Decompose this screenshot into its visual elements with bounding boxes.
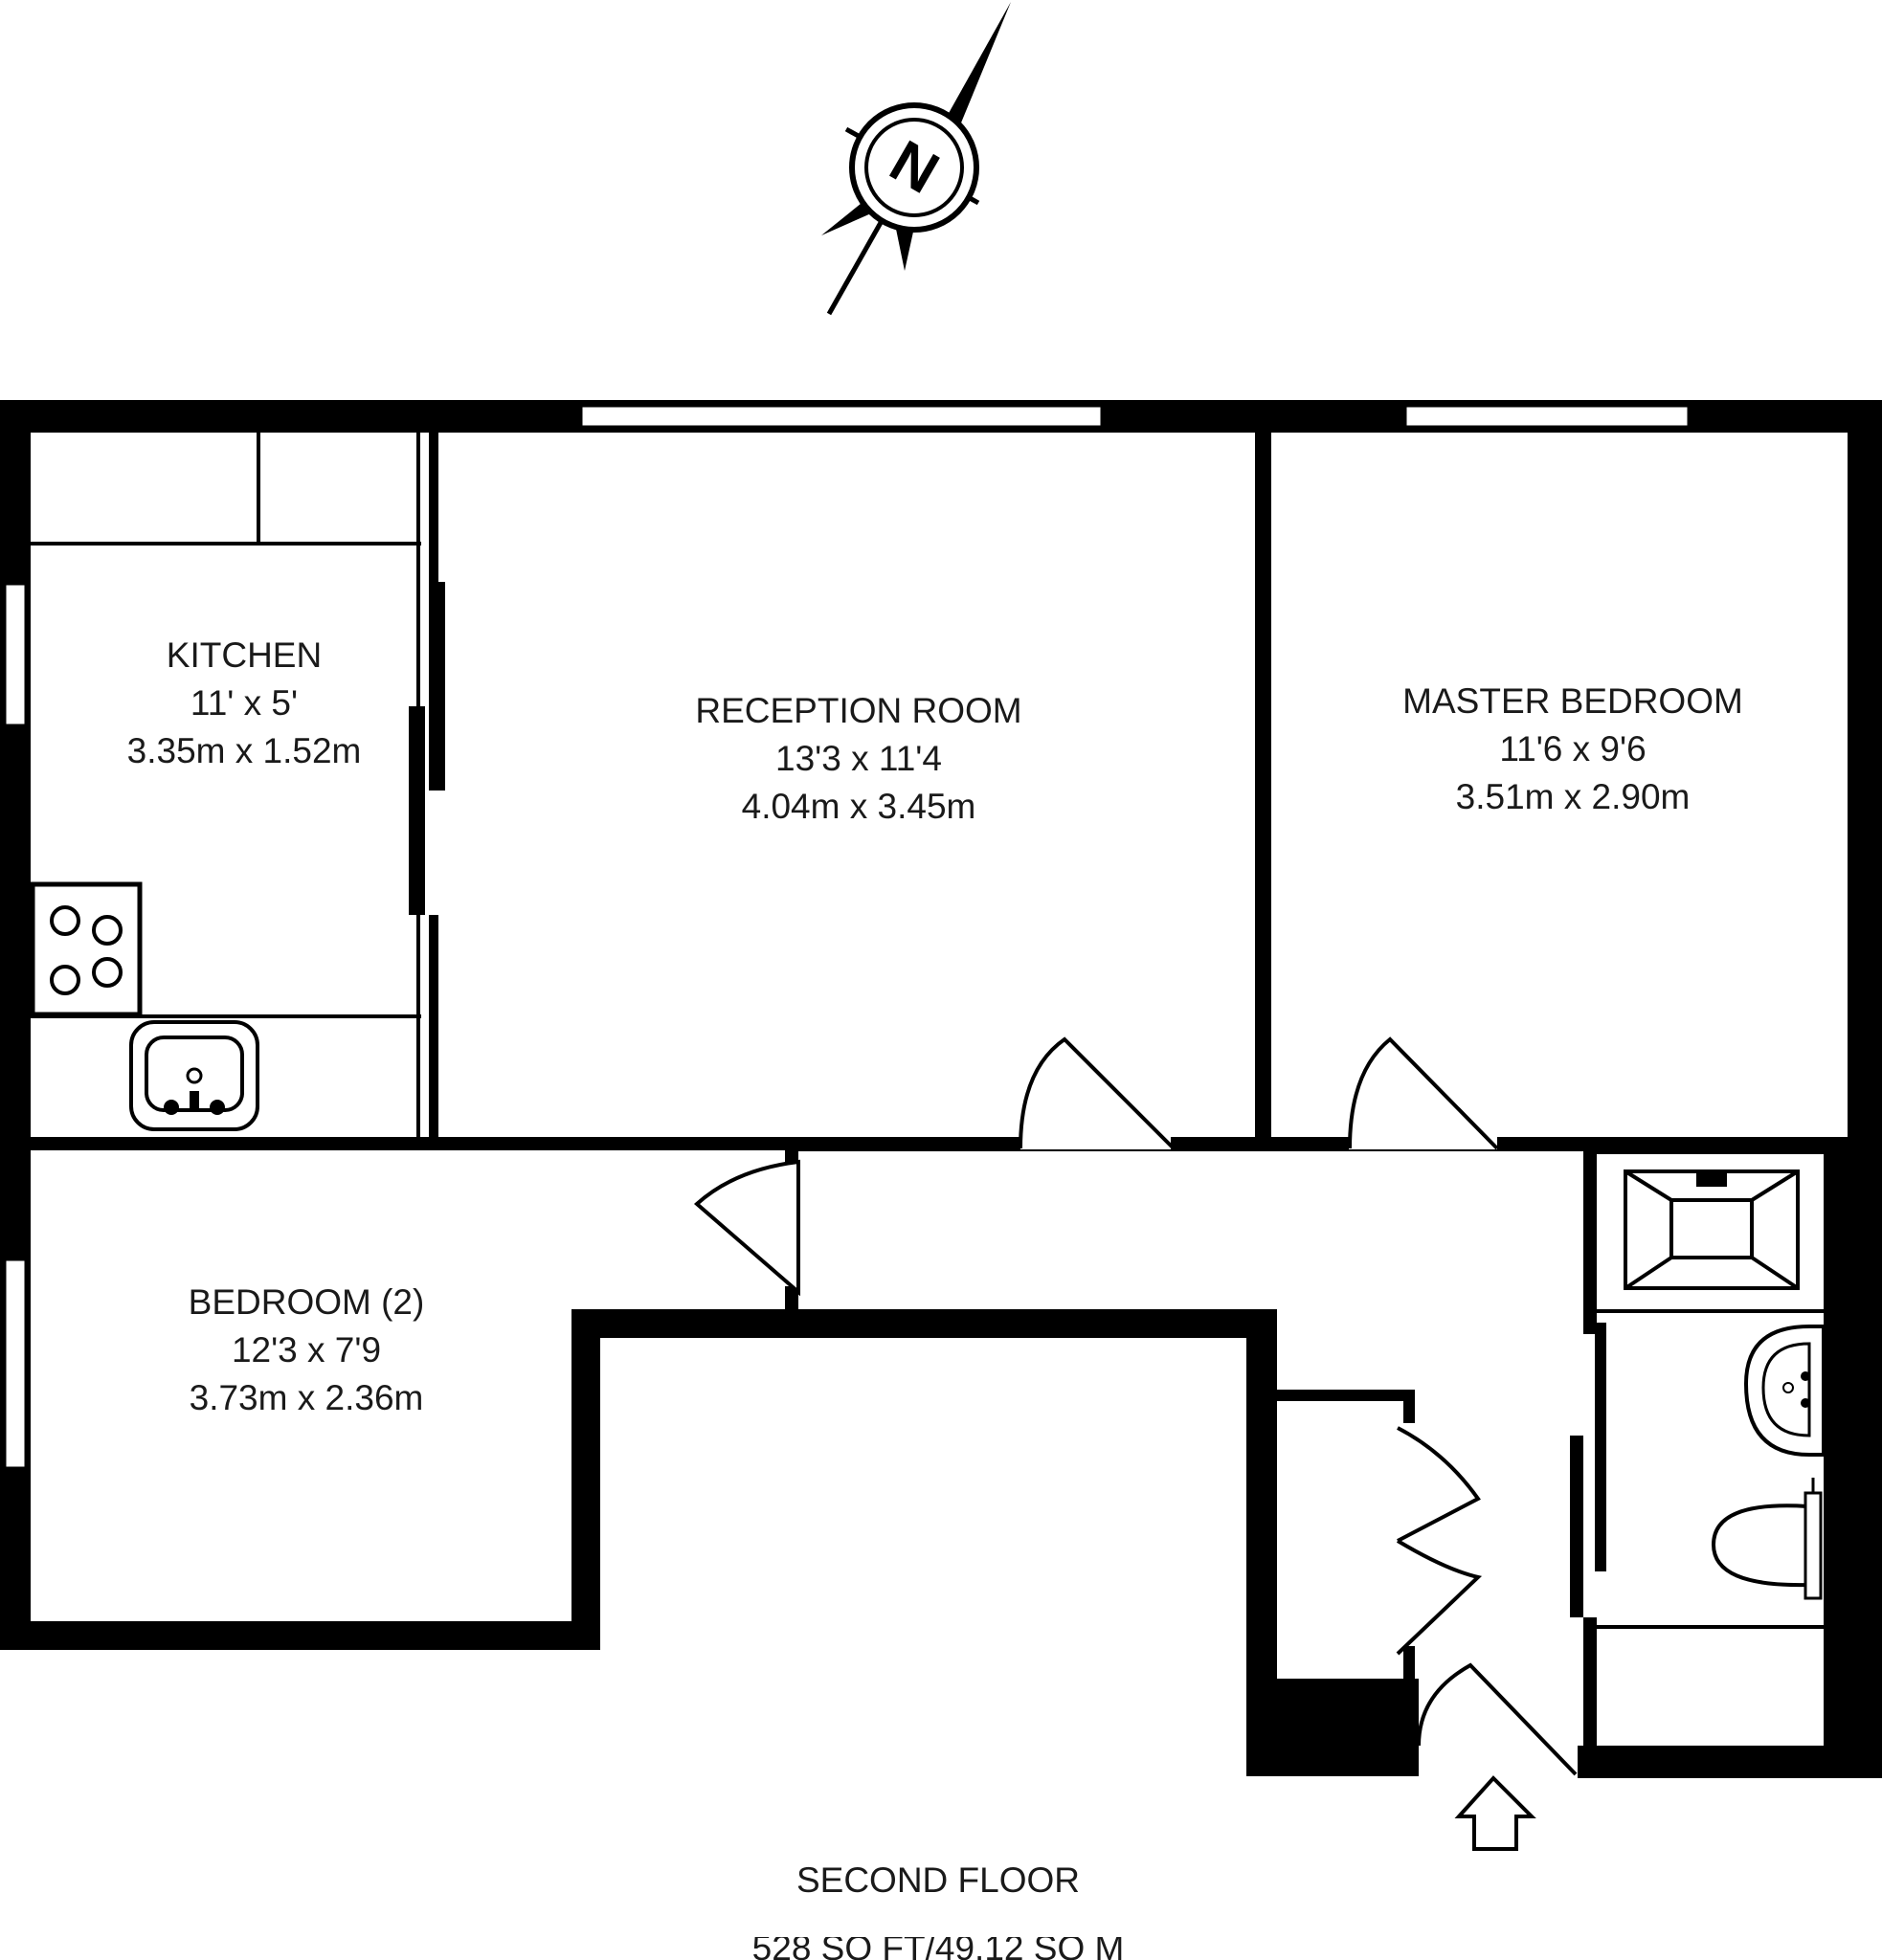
room-name: KITCHEN <box>166 635 323 675</box>
outer-walls <box>0 400 1882 1778</box>
room-name: BEDROOM (2) <box>188 1282 425 1322</box>
doors <box>693 1036 1578 1776</box>
floor-area: 528 SQ FT/49.12 SQ M <box>751 1937 1125 1960</box>
interior-walls <box>29 431 1827 1757</box>
toilet-icon <box>1711 1478 1823 1600</box>
entrance-arrow-icon <box>1454 1775 1536 1851</box>
compass-icon: N <box>821 2 1011 316</box>
room-imperial: 11'6 x 9'6 <box>1499 729 1647 768</box>
windows <box>3 404 1691 1470</box>
room-label-bedroom-2: BEDROOM (2) 12'3 x 7'9 3.73m x 2.36m <box>189 1279 425 1422</box>
kitchen-sink-icon <box>129 1020 259 1131</box>
room-metric: 4.04m x 3.45m <box>741 787 976 826</box>
shower-icon <box>1624 1169 1800 1290</box>
room-metric: 3.51m x 2.90m <box>1455 777 1691 816</box>
room-imperial: 11' x 5' <box>190 683 299 723</box>
hob-icon <box>30 881 143 1017</box>
fixtures-lines <box>29 433 1828 1629</box>
room-label-kitchen: KITCHEN 11' x 5' 3.35m x 1.52m <box>127 632 362 775</box>
room-name: RECEPTION ROOM <box>695 691 1022 730</box>
basin-icon <box>1743 1325 1826 1457</box>
room-imperial: 13'3 x 11'4 <box>775 739 942 778</box>
room-metric: 3.35m x 1.52m <box>126 731 362 770</box>
room-label-reception: RECEPTION ROOM 13'3 x 11'4 4.04m x 3.45m <box>695 687 1021 831</box>
room-metric: 3.73m x 2.36m <box>189 1378 424 1417</box>
floor-name: SECOND FLOOR <box>795 1860 1081 1900</box>
room-name: MASTER BEDROOM <box>1402 681 1743 721</box>
room-label-master-bedroom: MASTER BEDROOM 11'6 x 9'6 3.51m x 2.90m <box>1402 678 1743 821</box>
room-imperial: 12'3 x 7'9 <box>231 1330 382 1370</box>
